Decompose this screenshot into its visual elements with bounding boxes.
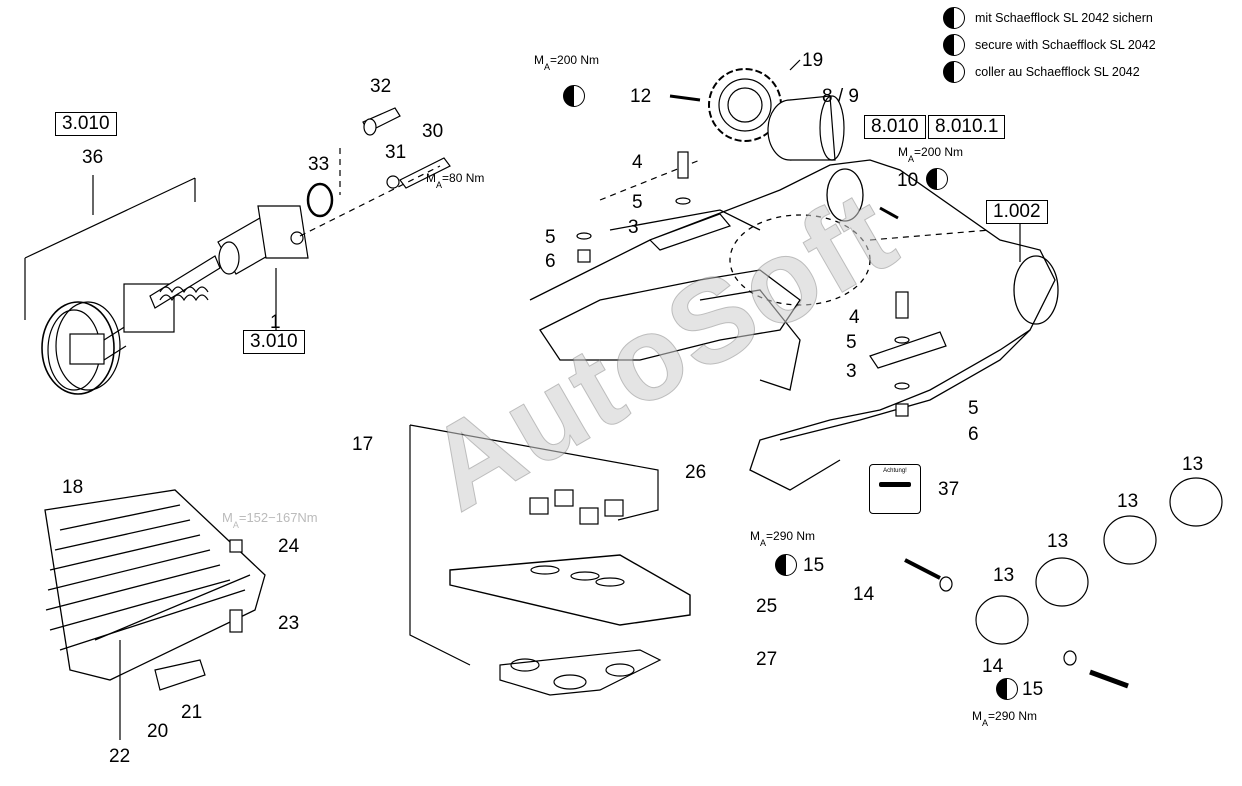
- sprocket-19: [708, 68, 782, 142]
- part-number: 19: [802, 50, 824, 71]
- washer-14-bottom: [1063, 650, 1077, 666]
- part-number: 4: [632, 152, 643, 173]
- half-circle-icon: [775, 554, 797, 576]
- part-number: 5: [968, 398, 979, 419]
- part-number: 14: [853, 584, 875, 605]
- torque-152-167-nm: MA=152−167Nm: [222, 510, 318, 530]
- part-number: 36: [82, 147, 104, 168]
- part-number: 15: [1022, 679, 1044, 700]
- torque-290-nm: MA=290 Nm: [972, 709, 1038, 728]
- part-number: 24: [278, 536, 300, 557]
- track-frame: [529, 159, 1059, 491]
- part-number: 27: [756, 649, 778, 670]
- part-number: 18: [62, 477, 84, 498]
- part-number: 23: [278, 613, 300, 634]
- part-number: 5: [632, 192, 643, 213]
- ref-box-8010[interactable]: 8.010: [864, 115, 926, 139]
- part-number: 4: [849, 307, 860, 328]
- bolt-stack-left: [576, 151, 732, 263]
- part-number: 32: [370, 76, 392, 97]
- part-number: 5: [545, 227, 556, 248]
- part-number: 13: [1117, 491, 1139, 512]
- warning-card-title: Achtung!: [883, 468, 907, 474]
- part-number: 22: [109, 746, 131, 767]
- chain-link-27: [499, 649, 662, 696]
- part-number: 6: [968, 424, 979, 445]
- legend-item-fr: coller au Schaefflock SL 2042: [943, 61, 1140, 83]
- part-number: 12: [630, 86, 652, 107]
- part-number: 20: [147, 721, 169, 742]
- bracket-26: [409, 424, 659, 521]
- bolt-23: [229, 609, 243, 633]
- legend-item-en: secure with Schaefflock SL 2042: [943, 34, 1156, 56]
- half-circle-icon: [563, 85, 585, 107]
- part-number: 25: [756, 596, 778, 617]
- leader-19: [789, 59, 801, 71]
- bracket-36: [24, 177, 196, 320]
- half-circle-icon: [943, 7, 965, 29]
- pin-20-21: [154, 659, 206, 691]
- half-circle-icon: [996, 678, 1018, 700]
- part-number: 14: [982, 656, 1004, 677]
- part-number: 5: [846, 332, 857, 353]
- bolt-15-top: [904, 558, 941, 580]
- rubber-track-18: [44, 489, 266, 681]
- part-number: 21: [181, 702, 203, 723]
- carrier-roller: [975, 477, 1223, 645]
- part-number: 15: [803, 555, 825, 576]
- nut-24: [229, 539, 243, 553]
- ref-box-1002[interactable]: 1.002: [986, 200, 1048, 224]
- part-number: 33: [308, 154, 330, 175]
- part-number: 13: [993, 565, 1015, 586]
- ref-box-3010[interactable]: 3.010: [243, 330, 305, 354]
- part-number: 17: [352, 434, 374, 455]
- bracket-17: [409, 425, 471, 666]
- bolt-12: [669, 94, 701, 102]
- half-circle-icon: [926, 168, 948, 190]
- part-number: 3: [628, 217, 639, 238]
- part-number: 37: [938, 479, 960, 500]
- frame-hidden-line-2: [869, 229, 991, 241]
- warning-card-bar: [879, 482, 911, 487]
- half-circle-icon: [943, 34, 965, 56]
- part-number: 31: [385, 142, 407, 163]
- ref-box-80101[interactable]: 8.010.1: [928, 115, 1006, 139]
- bolt-stack-right: [869, 291, 947, 417]
- part-number: 8 / 9: [822, 86, 859, 107]
- idler-small-parts: [299, 107, 451, 237]
- part-number: 30: [422, 121, 444, 142]
- legend-text: mit Schaefflock SL 2042 sichern: [975, 11, 1153, 25]
- legend-text: secure with Schaefflock SL 2042: [975, 38, 1156, 52]
- torque-80-nm: MA=80 Nm: [426, 171, 485, 190]
- bolt-10: [879, 206, 899, 220]
- part-number: 13: [1182, 454, 1204, 475]
- drive-motor-8-9: [767, 95, 845, 161]
- warning-card: Achtung!: [869, 464, 921, 514]
- track-shoe-25: [449, 554, 691, 626]
- ref-box-3010[interactable]: 3.010: [55, 112, 117, 136]
- bolt-15-bottom: [1089, 669, 1129, 689]
- torque-200-nm: MA=200 Nm: [898, 145, 964, 164]
- torque-290-nm: MA=290 Nm: [750, 529, 816, 548]
- part-number: 3: [846, 361, 857, 382]
- washer-14-top: [939, 576, 953, 592]
- track-bolts-26: [529, 489, 624, 525]
- part-number: 6: [545, 251, 556, 272]
- idler-wheel: [41, 205, 309, 395]
- part-number: 1: [270, 312, 281, 333]
- legend-item-de: mit Schaefflock SL 2042 sichern: [943, 7, 1153, 29]
- legend-text: coller au Schaefflock SL 2042: [975, 65, 1140, 79]
- torque-200-nm: MA=200 Nm: [534, 53, 600, 72]
- part-number: 26: [685, 462, 707, 483]
- part-number: 10: [897, 170, 919, 191]
- part-number: 13: [1047, 531, 1069, 552]
- half-circle-icon: [943, 61, 965, 83]
